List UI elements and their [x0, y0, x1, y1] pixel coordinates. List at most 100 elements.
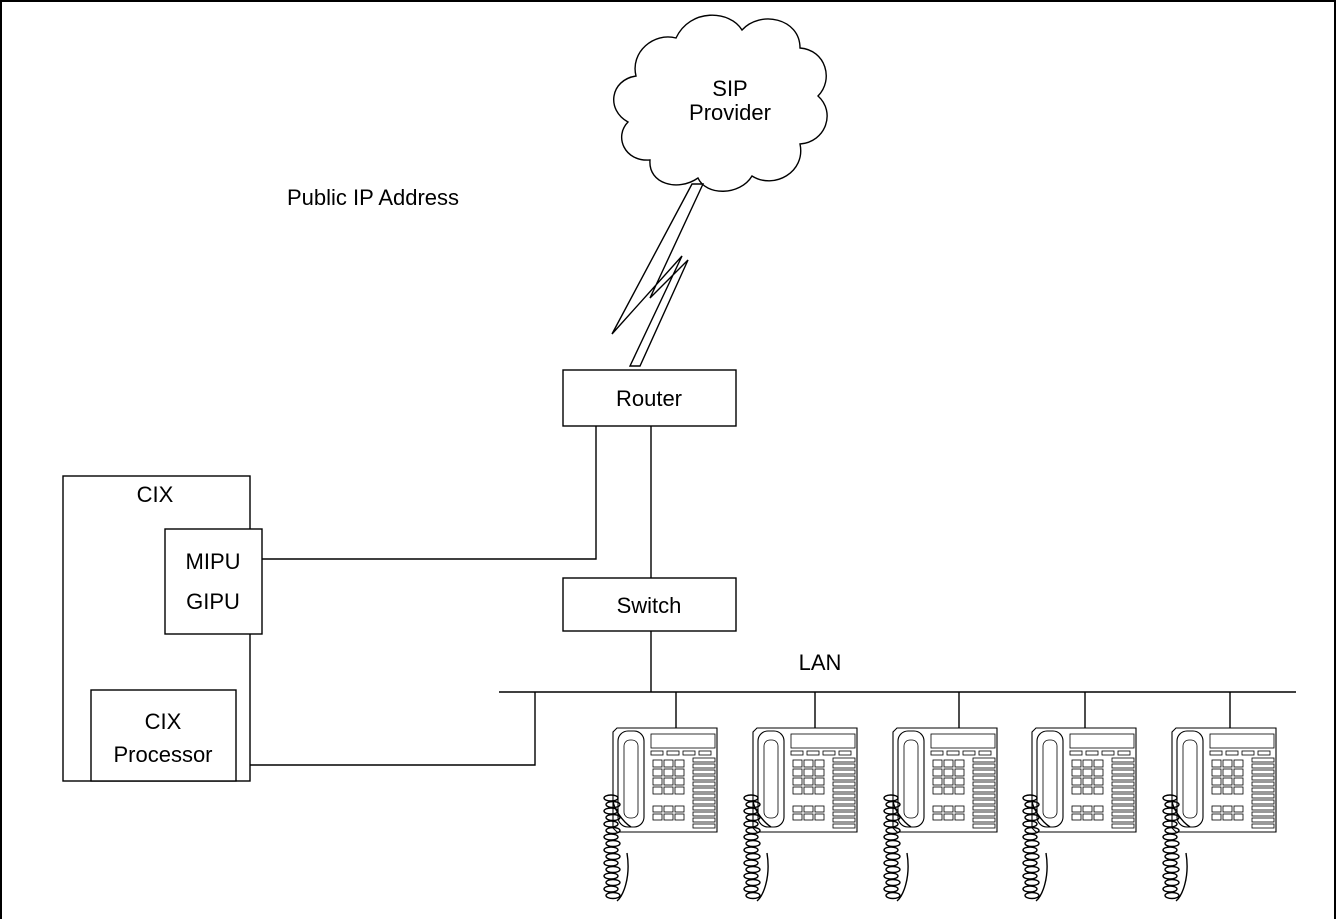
phone-display — [790, 733, 856, 749]
function-key — [663, 813, 674, 821]
keypad-key — [674, 759, 685, 768]
keypad-key — [943, 759, 954, 768]
line-key — [832, 793, 856, 799]
keypad-key — [652, 768, 663, 777]
coiled-cord-loop — [1022, 846, 1038, 854]
cord-bottom — [1175, 852, 1188, 902]
keypad-key — [674, 768, 685, 777]
keypad-key — [1082, 759, 1093, 768]
line-key — [1251, 811, 1275, 817]
phone-display — [1209, 733, 1275, 749]
phone-4 — [1022, 727, 1137, 902]
handset-grip — [903, 739, 919, 819]
keypad-key — [1222, 768, 1233, 777]
line-key — [1111, 811, 1135, 817]
line-key — [692, 805, 716, 811]
function-key — [1093, 805, 1104, 813]
keypad-key — [954, 777, 965, 786]
keypad-key — [792, 777, 803, 786]
router-label: Router — [616, 386, 682, 411]
keypad-key — [1222, 777, 1233, 786]
handset-grip — [763, 739, 779, 819]
coiled-cord-loop — [605, 878, 621, 887]
line-key — [972, 769, 996, 775]
coiled-cord-loop — [743, 872, 759, 880]
coiled-cord-loop — [603, 833, 619, 841]
line-key — [1251, 823, 1275, 829]
processor-label-line2: Processor — [113, 742, 212, 767]
coiled-cord-loop — [1164, 878, 1180, 887]
coiled-cord-loop — [1024, 891, 1040, 900]
function-key — [814, 805, 825, 813]
line-key — [832, 823, 856, 829]
keypad-key — [1071, 759, 1082, 768]
coiled-cord-loop — [1164, 839, 1180, 848]
keypad-key — [1233, 768, 1244, 777]
line-key — [1251, 793, 1275, 799]
coiled-cord-loop — [1162, 833, 1178, 841]
softkey — [962, 750, 976, 756]
keypad-key — [943, 786, 954, 795]
router-box: Router — [562, 369, 737, 427]
keypad-key — [652, 777, 663, 786]
keypad-key — [1233, 786, 1244, 795]
keypad-key — [1082, 777, 1093, 786]
keypad-key — [1093, 759, 1104, 768]
line-key — [1251, 805, 1275, 811]
coiled-cord-loop — [883, 846, 899, 854]
switch-label: Switch — [617, 593, 682, 618]
line-key — [972, 793, 996, 799]
keypad-key — [1233, 777, 1244, 786]
function-key — [943, 813, 954, 821]
coiled-cord-loop — [743, 833, 759, 841]
handset-grip — [1042, 739, 1058, 819]
cord-bottom — [756, 852, 769, 902]
switch-box: Switch — [562, 577, 737, 632]
keypad-key — [814, 768, 825, 777]
function-key — [1082, 805, 1093, 813]
line-key — [972, 757, 996, 763]
line-key — [692, 775, 716, 781]
keypad-key — [814, 777, 825, 786]
line-key — [972, 817, 996, 823]
line-key — [1251, 781, 1275, 787]
keypad-key — [1071, 777, 1082, 786]
coiled-cord-loop — [1022, 885, 1038, 893]
function-key — [803, 813, 814, 821]
softkey — [698, 750, 712, 756]
coiled-cord-loop — [603, 859, 619, 867]
coiled-cord-loop — [885, 891, 901, 900]
softkey — [1241, 750, 1255, 756]
coiled-cord-loop — [605, 852, 621, 861]
coiled-cord-loop — [745, 852, 761, 861]
keypad-key — [803, 768, 814, 777]
coiled-cord-loop — [603, 885, 619, 893]
line-key — [692, 781, 716, 787]
coiled-cord-loop — [1022, 859, 1038, 867]
coiled-cord-loop — [1024, 878, 1040, 887]
keypad-key — [932, 786, 943, 795]
function-key — [652, 813, 663, 821]
line-key — [1111, 799, 1135, 805]
function-key — [1082, 813, 1093, 821]
handset-grip — [1182, 739, 1198, 819]
line-key — [692, 763, 716, 769]
coiled-cord-loop — [745, 891, 761, 900]
coiled-cord-loop — [1022, 833, 1038, 841]
coiled-cord-loop — [885, 878, 901, 887]
softkey — [1085, 750, 1099, 756]
cord-bottom — [1035, 852, 1048, 902]
coiled-cord-loop — [1162, 885, 1178, 893]
softkey — [1257, 750, 1271, 756]
function-key — [674, 813, 685, 821]
line-key — [1111, 781, 1135, 787]
keypad-key — [1211, 777, 1222, 786]
function-key — [1233, 813, 1244, 821]
function-key — [932, 805, 943, 813]
processor-label-line1: CIX — [145, 709, 182, 734]
keypad-key — [1093, 768, 1104, 777]
line-key — [972, 763, 996, 769]
coiled-cord-loop — [885, 852, 901, 861]
line-key — [972, 775, 996, 781]
